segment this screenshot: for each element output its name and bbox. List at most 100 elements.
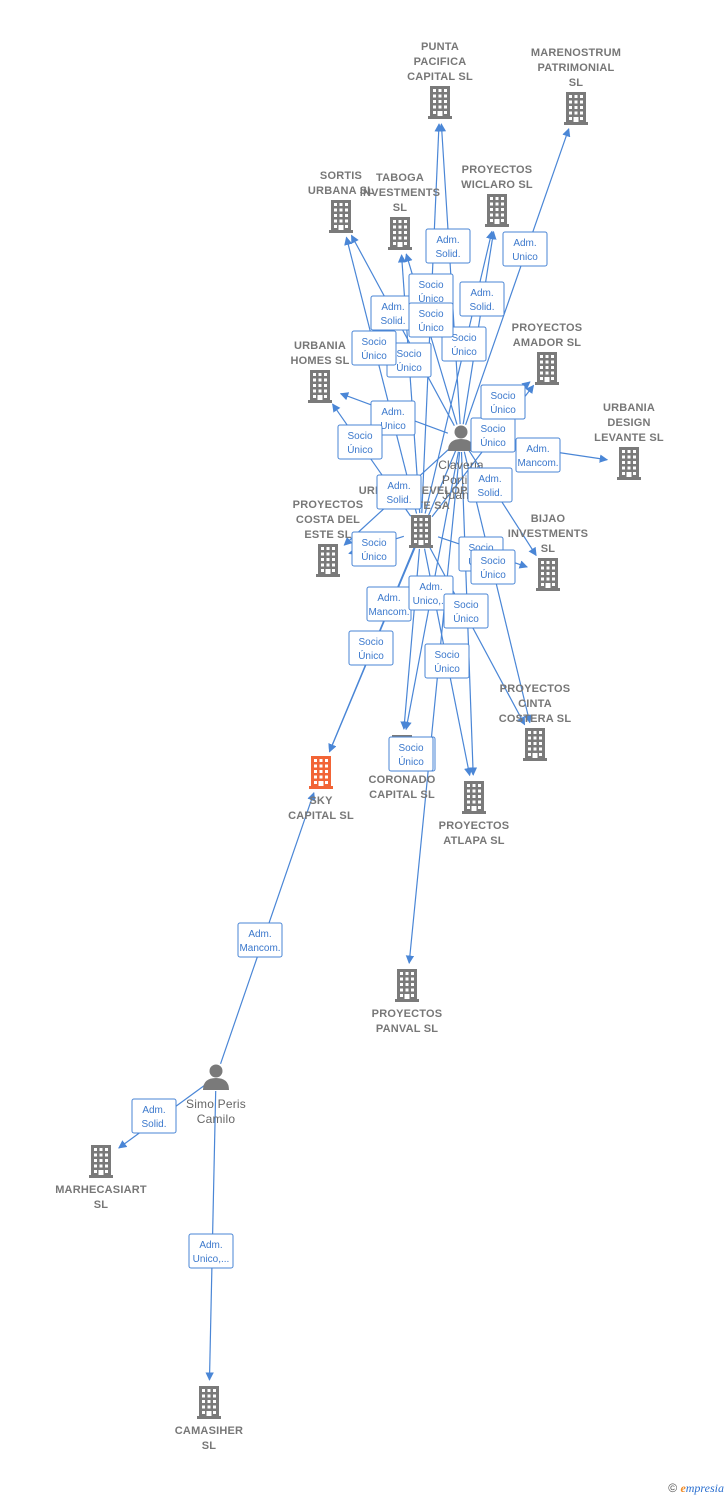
edge-label-text: Socio (490, 391, 515, 402)
edge-label-claveria-to-wiclaro[interactable]: Adm.Solid. (459, 281, 505, 317)
building-icon (197, 1386, 221, 1419)
building-icon (462, 781, 486, 814)
edge-label-box (388, 736, 434, 772)
edge-label-claveria-to-coronado[interactable]: Adm.Unico,... (408, 575, 454, 611)
edge-label-text: Único (480, 436, 506, 449)
node-label-marhecasiart: SL (94, 1199, 109, 1211)
edge-label-text: Adm. (387, 481, 410, 492)
node-label-urbania_design: URBANIA (603, 402, 655, 414)
node-label-costa_este: PROYECTOS (293, 499, 364, 511)
node-label-bijao: BIJAO (531, 513, 566, 525)
node-label-camasiher: SL (202, 1440, 217, 1452)
edge-label-text: Socio (347, 431, 372, 442)
edge-label-text: Solid. (386, 495, 411, 506)
edge-label-text: Adm. (478, 474, 501, 485)
brand-logo[interactable]: empresia (680, 1481, 724, 1495)
edge-label-text: Unico (380, 421, 406, 432)
node-label-marenostrum: SL (569, 77, 584, 89)
edge-label-box (351, 531, 397, 567)
edge-label-text: Único (358, 649, 384, 662)
edge-label-text: Socio (468, 543, 493, 554)
edge-claveria-to-marenostrum (465, 127, 571, 425)
edge-label-claveria-to-urbania_design[interactable]: Adm.Mancom. (515, 437, 561, 473)
edge-label-claveria-to-marenostrum[interactable]: Adm.Unico (502, 231, 548, 267)
edge-label-simo-to-camasiher[interactable]: Adm.Unico,... (188, 1233, 234, 1269)
edge-label-claveria-to-punta[interactable]: Adm.Solid. (425, 228, 471, 264)
edge-label-box (351, 330, 397, 366)
edge-label-text: Único (434, 662, 460, 675)
edge-label-claveria-to-sortis[interactable]: Adm.Solid. (370, 295, 416, 331)
node-label-urbania_homes: HOMES SL (290, 355, 349, 367)
edge-label-text: Socio (434, 650, 459, 661)
node-label-simo: Simo Peris (186, 1097, 246, 1111)
node-label-wiclaro: PROYECTOS (462, 164, 533, 176)
edge-label-simo-to-marhecasiart[interactable]: Adm.Solid. (131, 1098, 177, 1134)
edge-label-simo-to-sky[interactable]: Adm.Mancom. (237, 922, 283, 958)
edge-label-text: Único (480, 568, 506, 581)
node-label-taboga: SL (393, 202, 408, 214)
footer-brand: © empresia (668, 1481, 724, 1496)
node-label-punta: CAPITAL SL (407, 71, 473, 83)
edge-label-claveria-to-bijao[interactable]: Adm.Solid. (467, 467, 513, 503)
node-label-marenostrum: PATRIMONIAL (538, 62, 615, 74)
node-label-atlapa: ATLAPA SL (443, 835, 505, 847)
node-label-panval: PROYECTOS (372, 1008, 443, 1020)
building-icon (409, 515, 433, 548)
building-icon (309, 756, 333, 789)
node-label-panval: PANVAL SL (376, 1023, 438, 1035)
edge-label-text: Único (396, 361, 422, 374)
building-icon (89, 1145, 113, 1178)
edge-label-text: Único (361, 349, 387, 362)
edge-label-text: Solid. (469, 302, 494, 313)
edge-label-claveria-to-costa_este[interactable]: Adm. Solid. (376, 474, 422, 510)
node-panval[interactable]: PROYECTOS PANVAL SL (372, 969, 443, 1035)
node-label-cinta: COSTERA SL (499, 713, 572, 725)
node-label-cinta: CINTA (518, 698, 552, 710)
edge-label-claveria-to-sky[interactable]: Adm.Mancom. (366, 586, 412, 622)
edge-label-text: Adm. (513, 238, 536, 249)
edge-label-box (459, 281, 505, 317)
edge-label-text: Socio (358, 637, 383, 648)
edge-label-text: Socio (480, 556, 505, 567)
building-icon (308, 370, 332, 403)
edge-label-box (188, 1233, 234, 1269)
node-label-punta: PACIFICA (414, 56, 467, 68)
edge-label-text: Único (490, 403, 516, 416)
building-icon (523, 728, 547, 761)
edge-label-text: Adm. (142, 1105, 165, 1116)
edge-label-text: Socio (398, 743, 423, 754)
building-icon (428, 86, 452, 119)
edge-label-text: Solid. (380, 316, 405, 327)
edge-label-text: Socio (480, 424, 505, 435)
node-label-amador: PROYECTOS (512, 322, 583, 334)
edge-label-text: Socio (418, 309, 443, 320)
